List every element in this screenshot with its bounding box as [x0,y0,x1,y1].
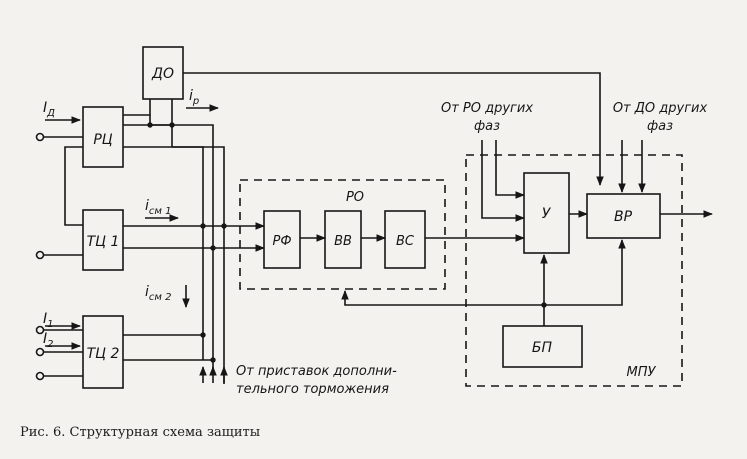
label-i-sm1: iсм 1 [145,198,171,217]
label-ro: РО [346,190,364,205]
block-u [523,172,570,254]
label-tts1: ТЦ 1 [87,234,120,250]
label-tts2: ТЦ 2 [87,346,120,362]
label-vv: ВВ [334,234,352,249]
group-mpu [465,154,683,387]
label-i-r: iр [189,88,199,107]
label-i1: I1 [43,311,54,330]
label-i-d: IД [43,100,55,119]
label-i2: I2 [43,331,54,350]
label-vr: ВР [614,209,633,225]
group-ro [239,179,446,290]
figure-caption: Рис. 6. Структурная схема защиты [20,425,261,440]
label-u: У [542,206,552,222]
label-ro-other-2: фаз [474,119,500,134]
label-ro-other-1: От РО других [441,101,533,116]
label-i-sm2: iсм 2 [145,284,171,303]
label-rf: РФ [272,234,291,249]
block-tts1 [82,209,124,271]
block-bp [502,325,583,368]
label-do-other-1: От ДО других [613,101,708,116]
label-bp: БП [532,340,553,356]
label-rts: РЦ [93,132,112,148]
label-extra-1: От приставок дополни- [236,364,397,379]
label-mpu: МПУ [627,365,657,380]
label-vs: ВС [396,234,415,249]
label-do-other-2: фаз [647,119,673,134]
label-extra-2: тельного торможения [236,382,389,397]
label-do: ДО [151,66,174,82]
block-rf [263,210,301,269]
